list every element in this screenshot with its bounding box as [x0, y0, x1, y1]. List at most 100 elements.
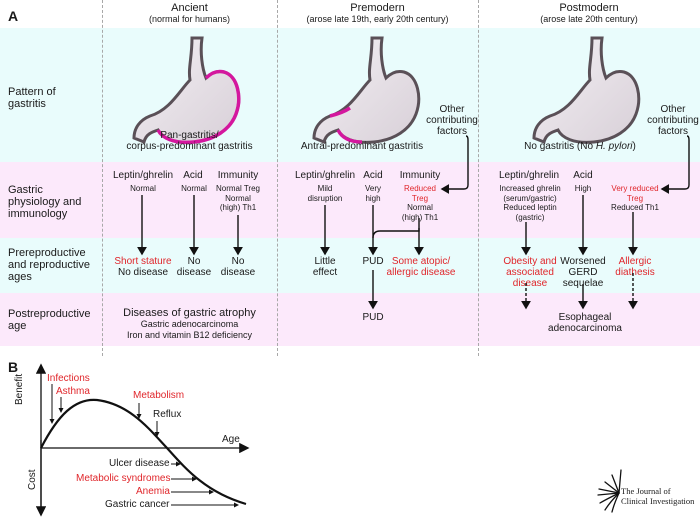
premodern-leptin-value: Mild disruption — [295, 184, 355, 203]
label-line: and reproductive — [8, 259, 90, 271]
outcome-line: No disease — [117, 267, 169, 278]
label-gastric-cancer: Gastric cancer — [105, 499, 170, 510]
caption-line: Pan-gastritis/ — [160, 130, 219, 141]
post-line: Gastric adenocarcinoma — [140, 319, 239, 329]
label-line: Pattern of — [8, 86, 56, 98]
label-line: Prereproductive — [8, 247, 86, 259]
outcome-red: associated — [506, 267, 554, 278]
era-title: Postmodern — [559, 2, 619, 14]
value-line-red: Treg — [411, 193, 429, 203]
era-subtitle: (normal for humans) — [148, 14, 231, 24]
benefit-cost-curve — [40, 398, 247, 506]
stomach-icon-ancient — [132, 36, 241, 145]
premodern-postreproductive: PUD — [362, 312, 384, 323]
value-line: Normal — [407, 203, 433, 212]
label-metabolic-syndromes: Metabolic syndromes — [76, 473, 171, 484]
factor-line: factors — [657, 126, 688, 137]
label-line: age — [8, 320, 27, 332]
value-line: disruption — [307, 193, 343, 203]
logo-line: Clinical Investigation — [621, 496, 695, 506]
caption-italic: H. pylori — [595, 141, 633, 152]
value-line: high — [365, 193, 381, 203]
value-line: (gastric) — [515, 212, 545, 222]
ancient-acid-value: Normal — [181, 184, 207, 193]
value-line-red: Very reduced — [611, 184, 659, 193]
row-label-pattern: Pattern of gastritis — [8, 86, 56, 110]
caption-line: Antral-predominant gastritis — [300, 141, 424, 152]
stomach-icon-premodern — [312, 36, 421, 145]
value-line: Normal — [225, 193, 251, 203]
postmodern-outcome-acid: Worsened GERD sequelae — [558, 256, 608, 289]
outcome-line: Worsened — [560, 256, 606, 267]
outcome-red: Some atopic/ — [391, 256, 451, 267]
outcome-red: Obesity and — [503, 256, 557, 267]
post-line: Iron and vitamin B12 deficiency — [126, 329, 253, 340]
value-line: Mild — [317, 184, 333, 193]
outcome-line: No — [187, 256, 201, 267]
outcome-line: Little — [314, 256, 336, 267]
label-infections: Infections — [47, 373, 90, 384]
postmodern-outcome-leptin: Obesity and associated disease — [496, 256, 564, 289]
label-asthma: Asthma — [56, 386, 90, 397]
pattern-caption-premodern: Antral-predominant gastritis — [282, 141, 442, 152]
era-subtitle: (arose late 20th century) — [540, 14, 638, 24]
other-factors-premodern: Other contributing factors — [422, 104, 482, 137]
label-reflux: Reflux — [153, 409, 182, 420]
value-line: (high) Th1 — [219, 203, 257, 212]
premodern-outcome-acid: PUD — [362, 256, 384, 267]
outcome-red: Allergic — [618, 256, 652, 267]
postmodern-acid-value: High — [574, 184, 592, 193]
outcome-line: disease — [220, 267, 256, 278]
premodern-acid-value: Very high — [358, 184, 388, 203]
value-line: Increased ghrelin — [499, 184, 561, 193]
ancient-outcome-acid: No disease — [174, 256, 214, 278]
ancient-outcome-immunity: No disease — [218, 256, 258, 278]
header-acid-premodern: Acid — [363, 170, 383, 181]
ancient-leptin-value: Normal — [130, 184, 156, 193]
ancient-postreproductive: Diseases of gastric atrophy Gastric aden… — [102, 307, 277, 340]
label-line: Gastric — [8, 184, 43, 196]
value-line-red: Reduced — [403, 184, 437, 193]
outcome-line: effect — [312, 267, 338, 278]
factor-line: Other — [439, 104, 465, 115]
label-line: ages — [8, 271, 32, 283]
row-label-reproductive: Prereproductive and reproductive ages — [8, 247, 90, 283]
label-line: physiology and — [8, 196, 82, 208]
stomach-icon-postmodern — [532, 36, 641, 145]
premodern-outcome-leptin: Little effect — [305, 256, 345, 278]
outcome-line: No — [231, 256, 245, 267]
label-line: gastritis — [8, 98, 46, 110]
factor-line: contributing — [647, 115, 699, 126]
logo-line: The Journal of — [621, 486, 671, 496]
value-line: (serum/gastric) — [503, 193, 557, 203]
era-header-premodern: Premodern (arose late 19th, early 20th c… — [277, 2, 478, 25]
factor-line: factors — [436, 126, 467, 137]
outcome-line: GERD — [568, 267, 598, 278]
caption-line: corpus-predominant gastritis — [126, 141, 253, 152]
ancient-immunity-value: Normal Treg Normal (high) Th1 — [208, 184, 268, 213]
arrow — [660, 135, 690, 194]
header-immunity-premodern: Immunity — [399, 170, 441, 181]
post-line: adenocarcinoma — [548, 323, 622, 334]
value-line: Reduced leptin — [503, 203, 557, 212]
postmodern-outcome-immunity: Allergic diathesis — [610, 256, 660, 278]
factor-line: Other — [660, 104, 686, 115]
label-anemia: Anemia — [136, 486, 170, 497]
column-divider — [277, 0, 278, 356]
postmodern-postreproductive: Esophageal adenocarcinoma — [540, 312, 630, 334]
column-divider — [102, 0, 103, 356]
era-title: Premodern — [350, 2, 405, 14]
header-acid-ancient: Acid — [183, 170, 203, 181]
era-header-ancient: Ancient (normal for humans) — [102, 2, 277, 25]
label-line: Postreproductive — [8, 308, 91, 320]
pattern-caption-ancient: Pan-gastritis/ corpus-predominant gastri… — [102, 130, 277, 152]
era-header-postmodern: Postmodern (arose late 20th century) — [478, 2, 700, 25]
panel-a-letter: A — [8, 8, 19, 24]
factor-line: contributing — [426, 115, 478, 126]
header-leptin-ancient: Leptin/ghrelin — [112, 170, 174, 181]
panel-b-letter: B — [8, 359, 19, 375]
label-line: immunology — [8, 208, 68, 220]
header-acid-postmodern: Acid — [573, 170, 593, 181]
